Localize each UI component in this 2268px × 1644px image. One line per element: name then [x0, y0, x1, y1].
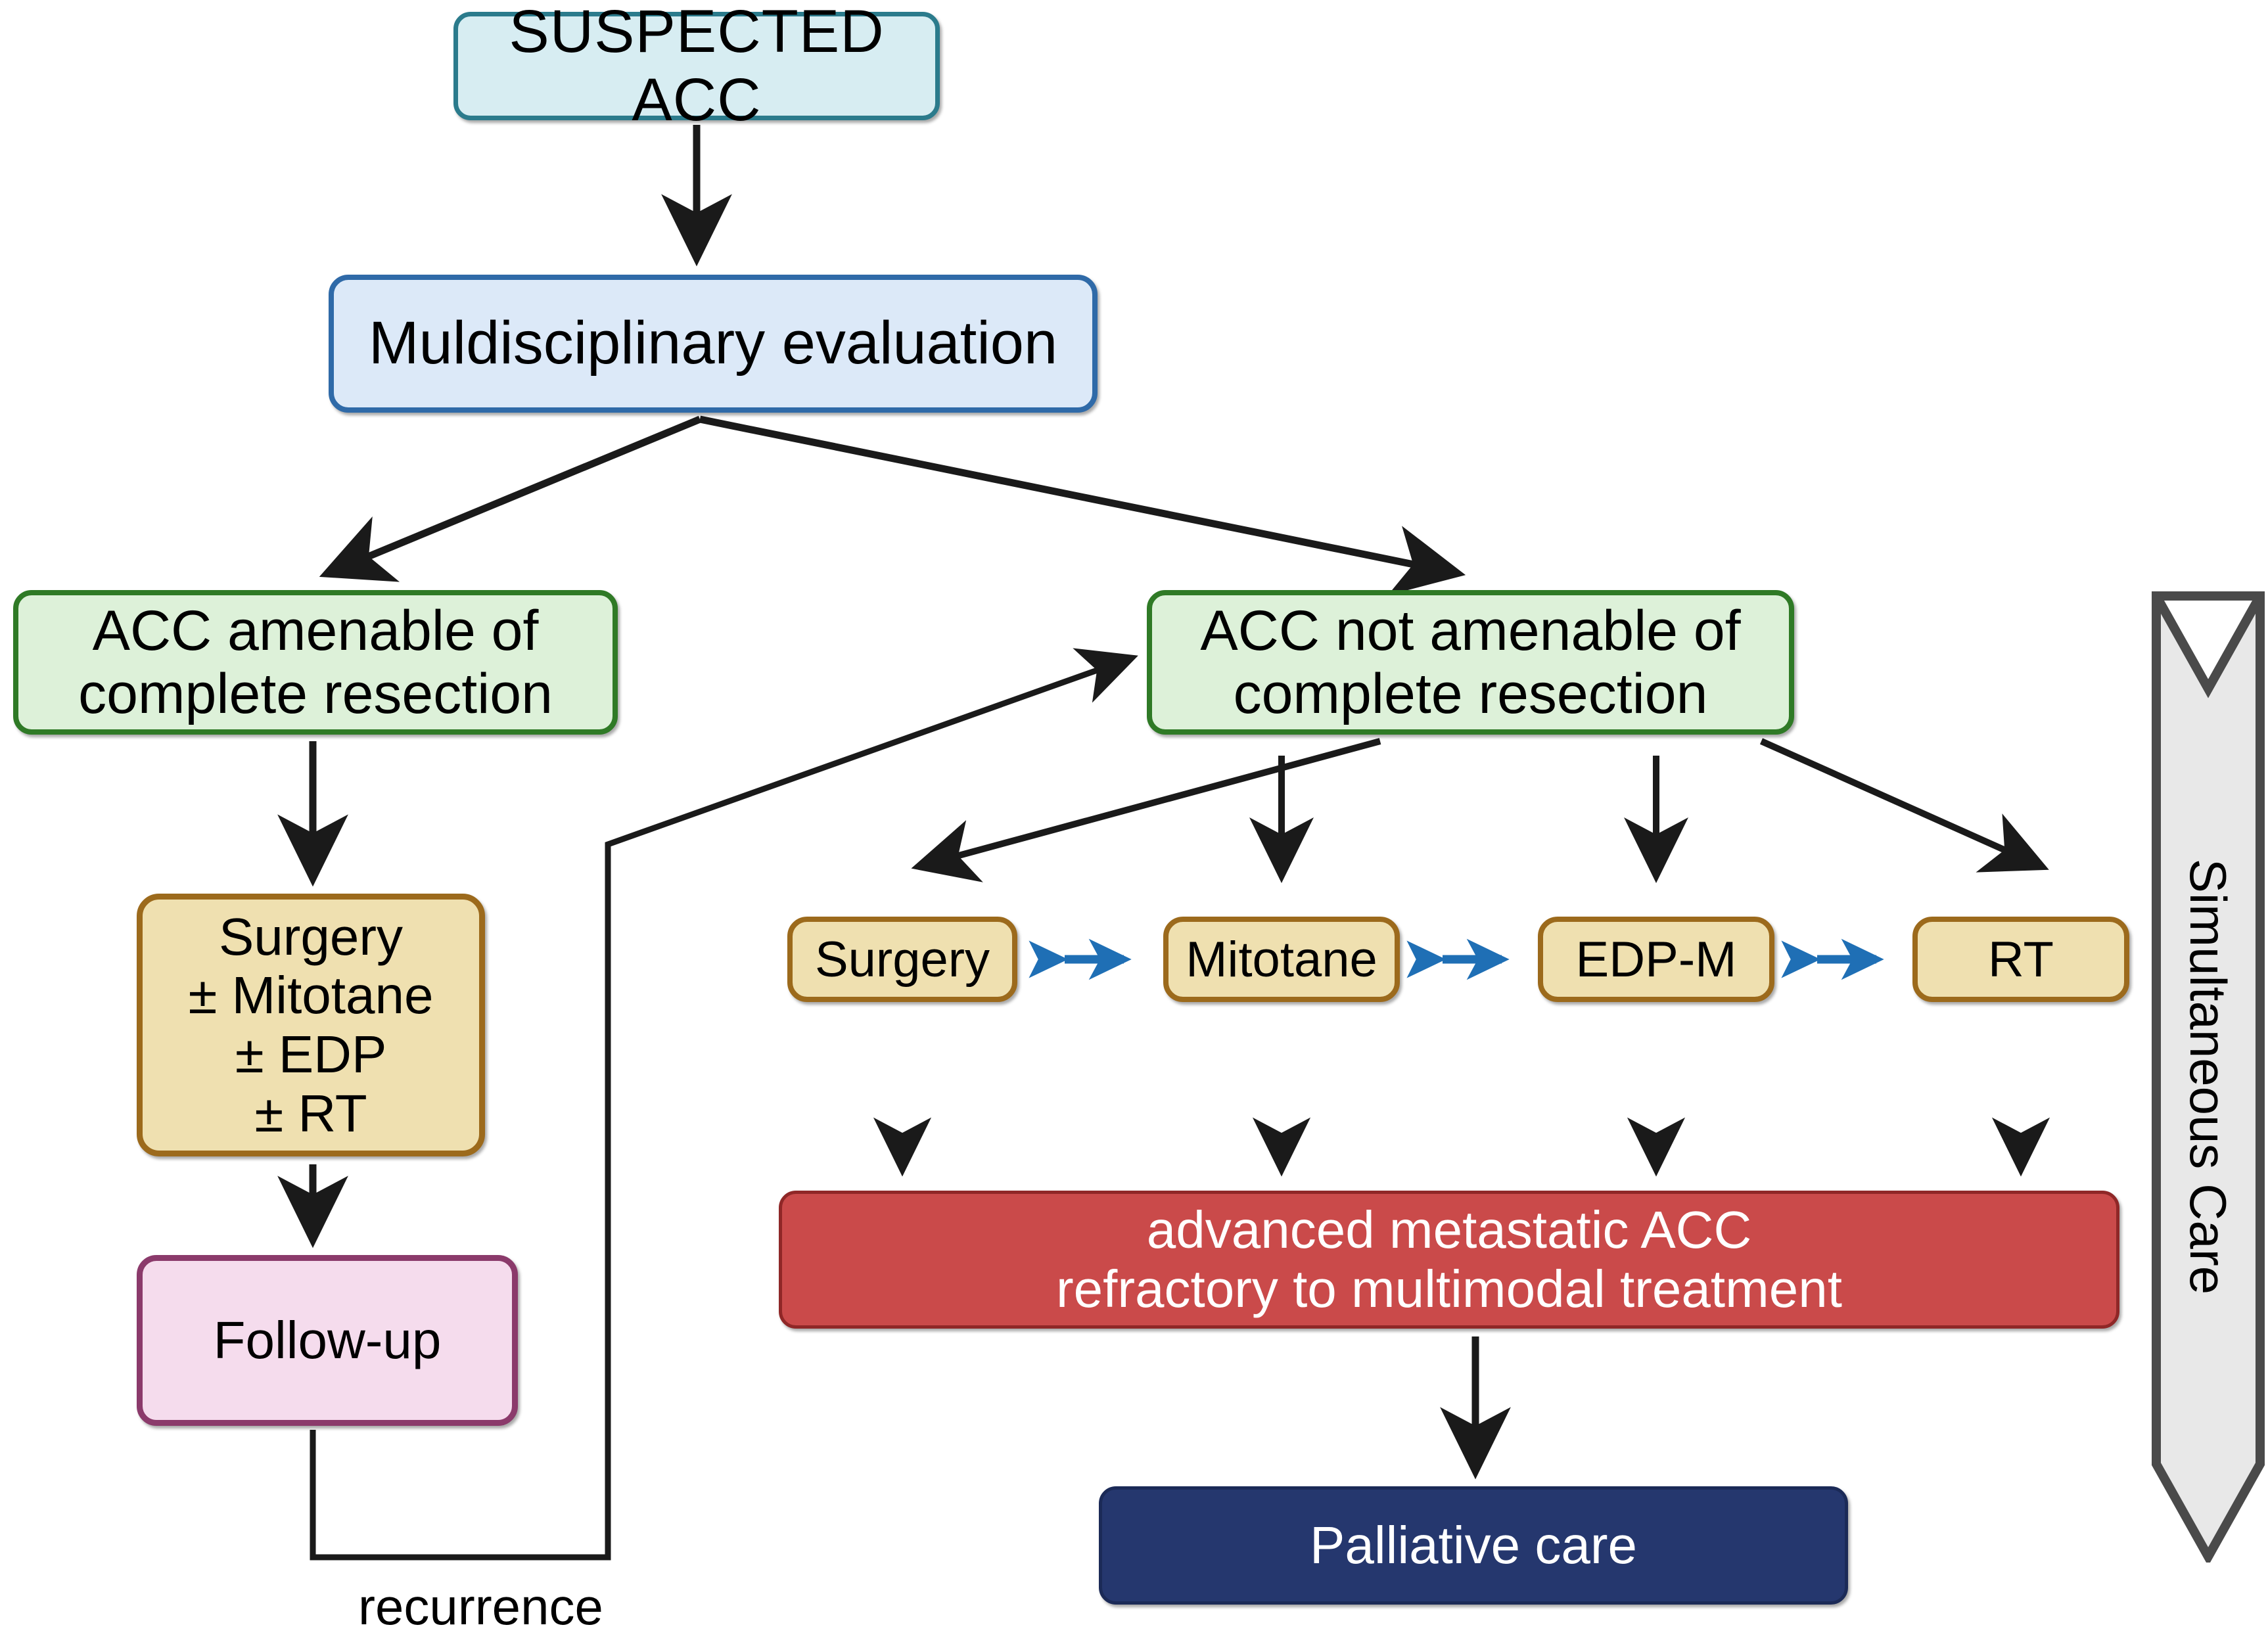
- node-treatment-surgery[interactable]: Surgery: [787, 917, 1017, 1002]
- node-surgery-adjuvant[interactable]: Surgery ± Mitotane ± EDP ± RT: [137, 894, 485, 1156]
- node-label-line3: ± EDP: [235, 1025, 387, 1084]
- node-acc-not-amenable-resection[interactable]: ACC not amenable of complete resection: [1147, 590, 1794, 735]
- node-label: EDP-M: [1575, 931, 1737, 988]
- node-treatment-rt[interactable]: RT: [1912, 917, 2129, 1002]
- node-follow-up[interactable]: Follow-up: [137, 1255, 518, 1426]
- node-label-line2: refractory to multimodal treatment: [1056, 1260, 1842, 1318]
- node-label: Muldisciplinary evaluation: [368, 309, 1058, 377]
- node-suspected-acc[interactable]: SUSPECTED ACC: [453, 0, 940, 133]
- node-label-block: advanced metastatic ACC refractory to mu…: [1056, 1200, 1842, 1318]
- node-label: SUSPECTED ACC: [509, 0, 885, 133]
- node-label-line2: complete resection: [78, 662, 553, 725]
- node-label: Palliative care: [1309, 1516, 1637, 1575]
- edge-label-recurrence: recurrence: [358, 1578, 603, 1635]
- node-label-line1: Surgery: [218, 907, 404, 966]
- banner-label-wrap: Simultaneous Care: [2150, 590, 2266, 1563]
- node-palliative-care[interactable]: Palliative care: [1099, 1486, 1848, 1605]
- node-advanced-metastatic-refractory[interactable]: advanced metastatic ACC refractory to mu…: [779, 1191, 2119, 1329]
- node-multidisciplinary-evaluation[interactable]: Muldisciplinary evaluation: [329, 275, 1098, 413]
- node-label-line2: complete resection: [1233, 662, 1708, 725]
- node-treatment-edp-m[interactable]: EDP-M: [1538, 917, 1774, 1002]
- node-label-line1: ACC not amenable of: [1200, 599, 1741, 662]
- banner-label: Simultaneous Care: [2179, 858, 2238, 1294]
- node-acc-amenable-resection[interactable]: ACC amenable of complete resection: [13, 590, 618, 735]
- node-label: Surgery: [814, 931, 990, 988]
- node-label: Follow-up: [213, 1311, 442, 1370]
- node-label-line1: advanced metastatic ACC: [1146, 1200, 1752, 1260]
- node-label-block: Surgery ± Mitotane ± EDP ± RT: [189, 907, 434, 1143]
- node-label: Mitotane: [1186, 931, 1377, 988]
- down-arrow-banner-icon: [2152, 591, 2265, 1563]
- node-label-block: ACC not amenable of complete resection: [1200, 599, 1740, 726]
- node-label-line2: ± Mitotane: [188, 966, 434, 1025]
- node-label-line4: ± RT: [254, 1084, 367, 1143]
- node-label-line1: ACC amenable of: [92, 599, 539, 662]
- node-label: RT: [1988, 931, 2054, 988]
- banner-simultaneous-care: Simultaneous Care: [2150, 590, 2266, 1563]
- node-label-block: ACC amenable of complete resection: [78, 599, 553, 726]
- node-treatment-mitotane[interactable]: Mitotane: [1163, 917, 1400, 1002]
